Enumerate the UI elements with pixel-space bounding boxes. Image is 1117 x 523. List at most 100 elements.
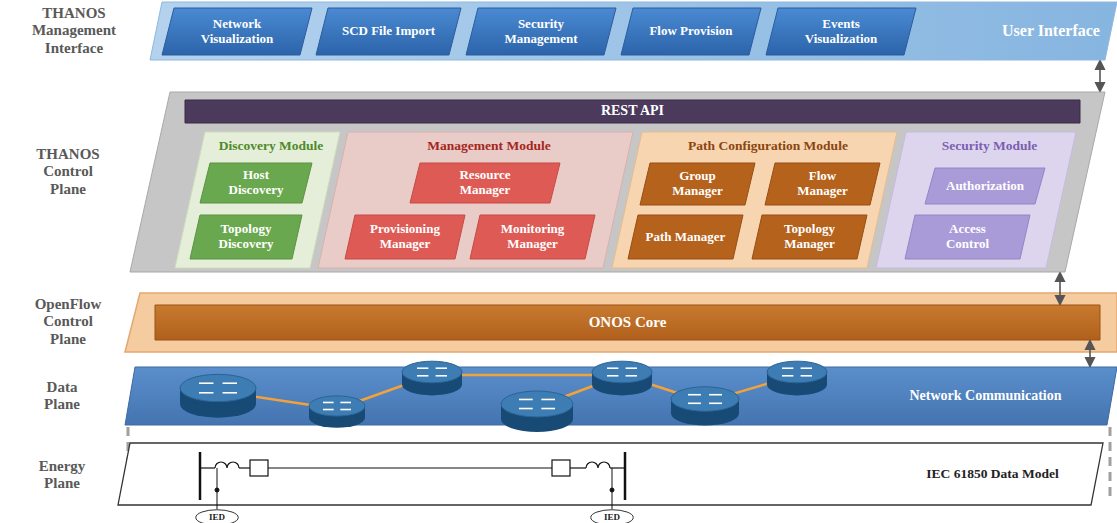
shape-fill (612, 132, 897, 268)
node-label: Authorization (935, 179, 1035, 194)
rest-api-bar: REST API (185, 100, 1080, 123)
node-label: ONOS Core (528, 314, 728, 331)
module-component: Resource Manager (410, 163, 560, 203)
ied-device: IED (195, 509, 239, 523)
energy-plane-band: IEC 61850 Data Model (118, 443, 1103, 505)
node-label: Resource Manager (445, 168, 525, 198)
router-icon (501, 391, 573, 432)
node-label: IEC 61850 Data Model (905, 466, 1080, 482)
ui-function-box: Security Management (466, 8, 616, 55)
module-component: Topology Manager (752, 215, 867, 259)
module-component: Topology Discovery (190, 215, 302, 259)
module-title: Security Module (915, 138, 1065, 154)
router-icon (402, 361, 462, 395)
node-label: Flow Provision (646, 24, 736, 39)
node-label: Security Management (491, 17, 591, 47)
module-panel: Host DiscoveryTopology Discovery Discover… (175, 132, 340, 268)
shape-fill (470, 215, 595, 259)
module-component: Provisioning Manager (345, 215, 465, 259)
node-label: Network Communication (883, 388, 1088, 404)
node-label: Group Manager (658, 169, 738, 199)
plane-link-dashed (1109, 427, 1112, 500)
shape-fill (118, 443, 1103, 505)
module-component: Host Discovery (200, 163, 312, 203)
ui-function-box: Flow Provision (621, 8, 761, 55)
node-label: Flow Manager (783, 169, 863, 199)
router-icon (767, 361, 827, 395)
node-label: Network Visualization (181, 17, 293, 47)
router-icon (180, 374, 256, 417)
module-component: Authorization (925, 168, 1045, 204)
node-label: Topology Manager (770, 222, 850, 252)
shape-fill (130, 92, 1105, 272)
node-label: Events Visualization (785, 17, 897, 47)
module-component: Access Control (905, 215, 1030, 259)
ui-function-box: Network Visualization (162, 8, 312, 55)
node-label: Access Control (928, 222, 1008, 252)
shape-fill (925, 168, 1045, 204)
shape-fill (200, 163, 312, 203)
module-title: Discovery Module (201, 138, 341, 154)
shape-fill (190, 215, 302, 259)
shape-fill (162, 8, 312, 55)
module-title: Path Configuration Module (653, 138, 883, 154)
shape-fill (318, 132, 633, 268)
data-plane-band: Network Communication (125, 367, 1117, 425)
module-panel: Group Manager Flow ManagerPath Manager Top… (612, 132, 897, 268)
plane-label: OpenFlow Control Plane (27, 296, 109, 348)
router-icon (592, 361, 652, 395)
module-component: Group Manager (640, 163, 755, 205)
layer-connector (1099, 60, 1101, 92)
control-plane-panel: REST API Host DiscoveryTopology Discovery… (130, 92, 1105, 272)
shape-fill (316, 8, 461, 55)
shape-fill (640, 163, 755, 205)
node-label: Host Discovery (216, 168, 296, 198)
single-line-diagram (200, 452, 625, 509)
ui-function-box: SCD File Import (316, 8, 461, 55)
layer-connector (1089, 340, 1091, 367)
module-component: Path Manager (628, 215, 743, 259)
node-label: IED (592, 512, 632, 522)
plane-label: Energy Plane (31, 458, 93, 493)
network-topology (180, 361, 827, 432)
shape-fill (876, 132, 1076, 268)
node-label: REST API (533, 103, 733, 119)
plane-label: THANOS Management Interface (9, 5, 139, 57)
ied-ellipse (591, 510, 634, 523)
node-label: SCD File Import (339, 24, 439, 39)
shape-fill (185, 100, 1080, 123)
shape-fill (410, 163, 560, 203)
node-label: Path Manager (646, 230, 726, 245)
router-icon (309, 396, 365, 428)
onos-core-bar: ONOS Core (155, 305, 1100, 340)
node-label: Provisioning Manager (358, 222, 452, 252)
module-panel: Resource ManagerProvisioning Manager Moni… (318, 132, 633, 268)
shape-fill (155, 305, 1100, 340)
shape-fill (466, 8, 616, 55)
openflow-panel (125, 293, 1117, 352)
shape-fill (752, 215, 867, 259)
plane-label: THANOS Control Plane (27, 146, 109, 198)
ied-device: IED (590, 509, 634, 523)
plane-label: Data Plane (31, 379, 93, 414)
layer-connector (1059, 272, 1061, 305)
node-label: Monitoring Manager (486, 222, 580, 252)
shape-fill (150, 2, 1117, 60)
shape-fill (175, 132, 340, 268)
interface-band: Network Visualization SCD File Import Secu… (150, 2, 1117, 60)
shape-fill (765, 163, 880, 205)
router-icon (671, 387, 739, 426)
module-panel: AuthorizationAccess Control Security Modu… (876, 132, 1076, 268)
shape-fill (621, 8, 761, 55)
ied-ellipse (196, 510, 239, 523)
shape-fill (766, 8, 916, 55)
shape-fill (345, 215, 465, 259)
module-component: Monitoring Manager (470, 215, 595, 259)
shape-fill (628, 215, 743, 259)
node-label: IED (197, 512, 237, 522)
module-title: Management Module (379, 138, 599, 154)
ui-function-box: Events Visualization (766, 8, 916, 55)
node-label: User Interface (992, 22, 1110, 40)
module-component: Flow Manager (765, 163, 880, 205)
